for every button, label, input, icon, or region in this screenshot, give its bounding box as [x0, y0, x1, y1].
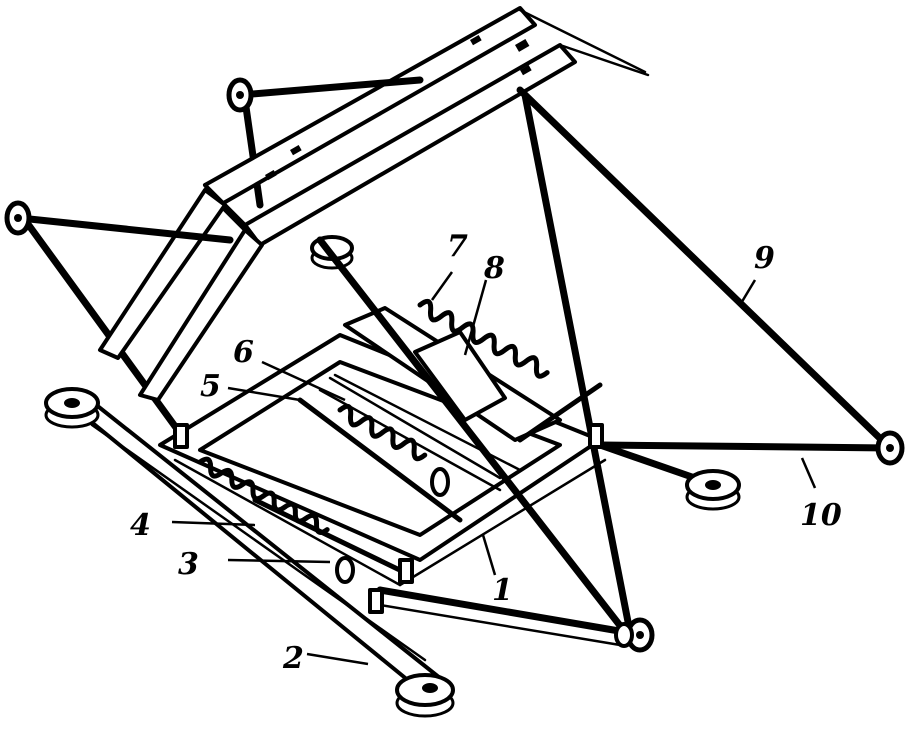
upper-frame: [98, 6, 650, 402]
joint-posts: [173, 423, 604, 614]
insulators: [44, 235, 741, 718]
springs: [197, 298, 550, 584]
frame-slots: [265, 35, 532, 181]
label-7: 7: [447, 229, 468, 264]
spring-rear: [417, 298, 550, 379]
label-8: 8: [483, 251, 505, 286]
joints: [4, 77, 905, 653]
joint-right: [875, 430, 905, 466]
label-5: 5: [200, 369, 221, 404]
label-1: 1: [492, 573, 513, 608]
joint-left-top: [4, 200, 32, 236]
label-9: 9: [754, 241, 775, 276]
label-6: 6: [233, 335, 254, 370]
upper-arms: [16, 76, 894, 452]
joint-bottom: [614, 617, 655, 653]
joint-back-top: [226, 77, 254, 113]
label-2: 2: [282, 641, 304, 676]
lower-diagonals: [21, 91, 634, 636]
label-10: 10: [800, 498, 842, 533]
insulator-back-right: [685, 469, 741, 511]
callout-labels: 1 2 3 4 5 6 7 8 9 10: [130, 229, 842, 676]
leader-lines: [171, 271, 817, 666]
label-4: 4: [130, 508, 151, 543]
insulator-front-left: [44, 387, 100, 429]
label-3: 3: [178, 547, 199, 582]
spring-middle: [337, 403, 450, 497]
insulator-front-right: [395, 673, 455, 718]
spring-front: [197, 456, 355, 584]
